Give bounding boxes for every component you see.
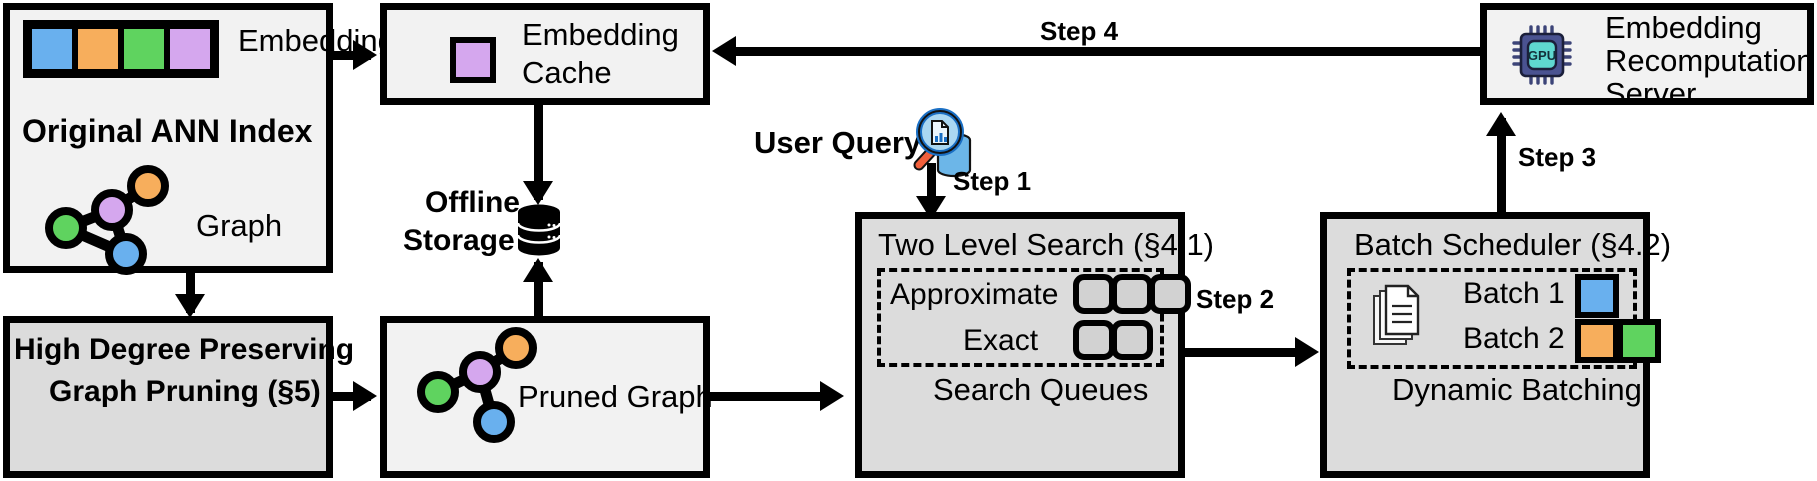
dynamic-batching-footer: Dynamic Batching [1392, 372, 1642, 407]
step4-label: Step 4 [1040, 16, 1119, 46]
offline-storage-line1: Offline [425, 186, 520, 219]
step3-label: Step 3 [1518, 142, 1597, 172]
batch-scheduler-title: Batch Scheduler (§4.2) [1354, 227, 1672, 262]
documents-stack-icon [1373, 284, 1420, 345]
database-cylinder-icon [516, 204, 562, 256]
arrow-index-to-cache-line [333, 51, 371, 60]
graph-pruning-line1: High Degree Preserving [14, 333, 355, 366]
arrow-pruning-to-pruned-line [333, 392, 371, 401]
search-queues-dashed-region [877, 268, 1164, 367]
arrow-cache-to-storage-line [534, 105, 543, 200]
arrow-cache-to-storage-head [523, 181, 553, 205]
batch-1-chip-blue [1575, 274, 1619, 318]
embedding-cache-chip [450, 37, 496, 83]
embedding-chip-blue [29, 26, 75, 72]
arrow-pruned-to-search-line [710, 392, 830, 401]
gpu-chip-text: GPU [1528, 48, 1556, 63]
batch-1-label: Batch 1 [1463, 277, 1565, 310]
original-index-graph [45, 165, 169, 275]
embedding-chip-strip [23, 20, 219, 78]
arrow-pruned-to-storage-line [534, 262, 543, 318]
arrow-index-to-cache-head [353, 40, 377, 70]
gpu-chip-icon: GPU [1512, 25, 1572, 85]
approximate-queue-slot-3 [1149, 274, 1191, 314]
user-query-label: User Query [754, 125, 922, 160]
approximate-queue-slot-1 [1073, 274, 1115, 314]
batch-2-label: Batch 2 [1463, 322, 1565, 355]
exact-label: Exact [963, 324, 1039, 357]
arrow-step1-line [927, 163, 936, 213]
arrow-index-to-pruning-head [175, 294, 205, 318]
arrow-step2-line [1185, 348, 1305, 357]
original-ann-index-label: Original ANN Index [22, 113, 313, 149]
embedding-cache-box [380, 3, 710, 105]
pruned-graph-visual [417, 327, 537, 443]
arrow-step3-line [1497, 118, 1506, 212]
arrow-step3-head [1486, 112, 1516, 136]
arrow-index-to-pruning-line [186, 273, 195, 313]
search-queues-footer: Search Queues [933, 372, 1149, 407]
batch-2-chip-orange [1575, 319, 1619, 363]
embedding-chip-orange [75, 26, 121, 72]
recomputation-server-line2: Recomputation [1605, 43, 1814, 78]
exact-queue-slot-2 [1111, 320, 1153, 360]
graph-pruning-line2: Graph Pruning (§5) [49, 375, 321, 408]
arrow-step4-head [712, 36, 736, 66]
offline-storage-line2: Storage [403, 224, 515, 257]
recomputation-server-line1: Embedding [1605, 10, 1762, 45]
embedding-cache-line1: Embedding [522, 17, 679, 52]
arrow-pruning-to-pruned-head [353, 381, 377, 411]
arrow-pruned-to-search-head [820, 381, 844, 411]
pruned-graph-label: Pruned Graph [518, 379, 713, 414]
graph-pruning-box [3, 316, 333, 478]
graph-label: Graph [196, 208, 283, 243]
batch-2-chip-green [1617, 319, 1661, 363]
arrow-step4-line [730, 47, 1480, 56]
recomputation-server-box [1480, 3, 1814, 105]
arrow-pruned-to-storage-head [523, 258, 553, 282]
exact-queue-slot-1 [1073, 320, 1115, 360]
two-level-search-title: Two Level Search (§4.1) [878, 227, 1215, 262]
embedding-cache-line2: Cache [522, 55, 612, 90]
recomputation-server-line3: Server [1605, 76, 1697, 111]
approximate-queue-slot-2 [1111, 274, 1153, 314]
magnifier-document-database-icon [913, 108, 972, 178]
step1-label: Step 1 [953, 166, 1032, 196]
dynamic-batching-dashed-region [1347, 268, 1637, 369]
embedding-chip-purple [167, 26, 213, 72]
approximate-label: Approximate [890, 278, 1059, 311]
arrow-step2-head [1295, 337, 1319, 367]
step2-label: Step 2 [1196, 284, 1275, 314]
embedding-chip-green [121, 26, 167, 72]
